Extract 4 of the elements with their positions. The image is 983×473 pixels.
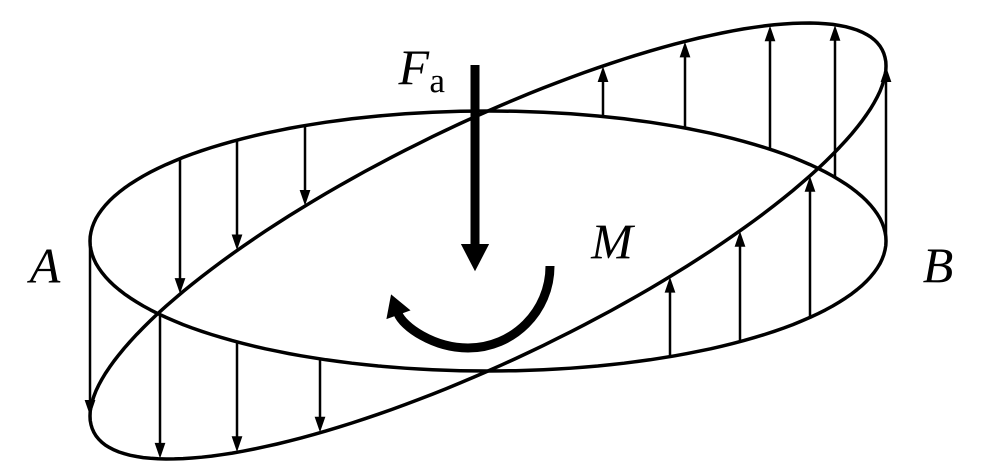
force-label: F$_{a}$ (398, 52, 445, 92)
moment-label: M (590, 226, 636, 258)
point-label: A (27, 249, 60, 282)
point-label: B (923, 250, 952, 282)
